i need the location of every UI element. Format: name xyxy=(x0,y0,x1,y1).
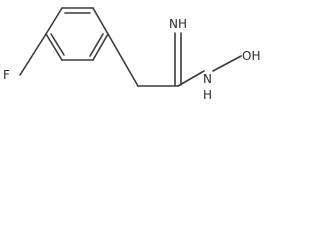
ring-ch2-bond xyxy=(107,33,139,87)
amidine-n-bond xyxy=(177,70,205,87)
ring-double-bond xyxy=(50,33,65,56)
ring-bond xyxy=(92,33,109,61)
n-o-bond xyxy=(212,55,242,72)
carbon-fluorine-bond xyxy=(19,33,47,76)
amide-h-label: H xyxy=(203,88,212,102)
imine-nh-label: NH xyxy=(169,17,187,31)
fluorine-label: F xyxy=(3,68,10,82)
amide-n-label: N xyxy=(203,72,212,86)
benzene-ring xyxy=(45,7,109,61)
ring-bond xyxy=(45,7,63,35)
ring-bond xyxy=(45,33,63,61)
ring-double-bond xyxy=(89,33,104,57)
ring-bond xyxy=(92,7,109,35)
chemical-structure-diagram: F NH N H OH xyxy=(3,7,260,102)
hydroxyl-label: OH xyxy=(242,49,260,63)
